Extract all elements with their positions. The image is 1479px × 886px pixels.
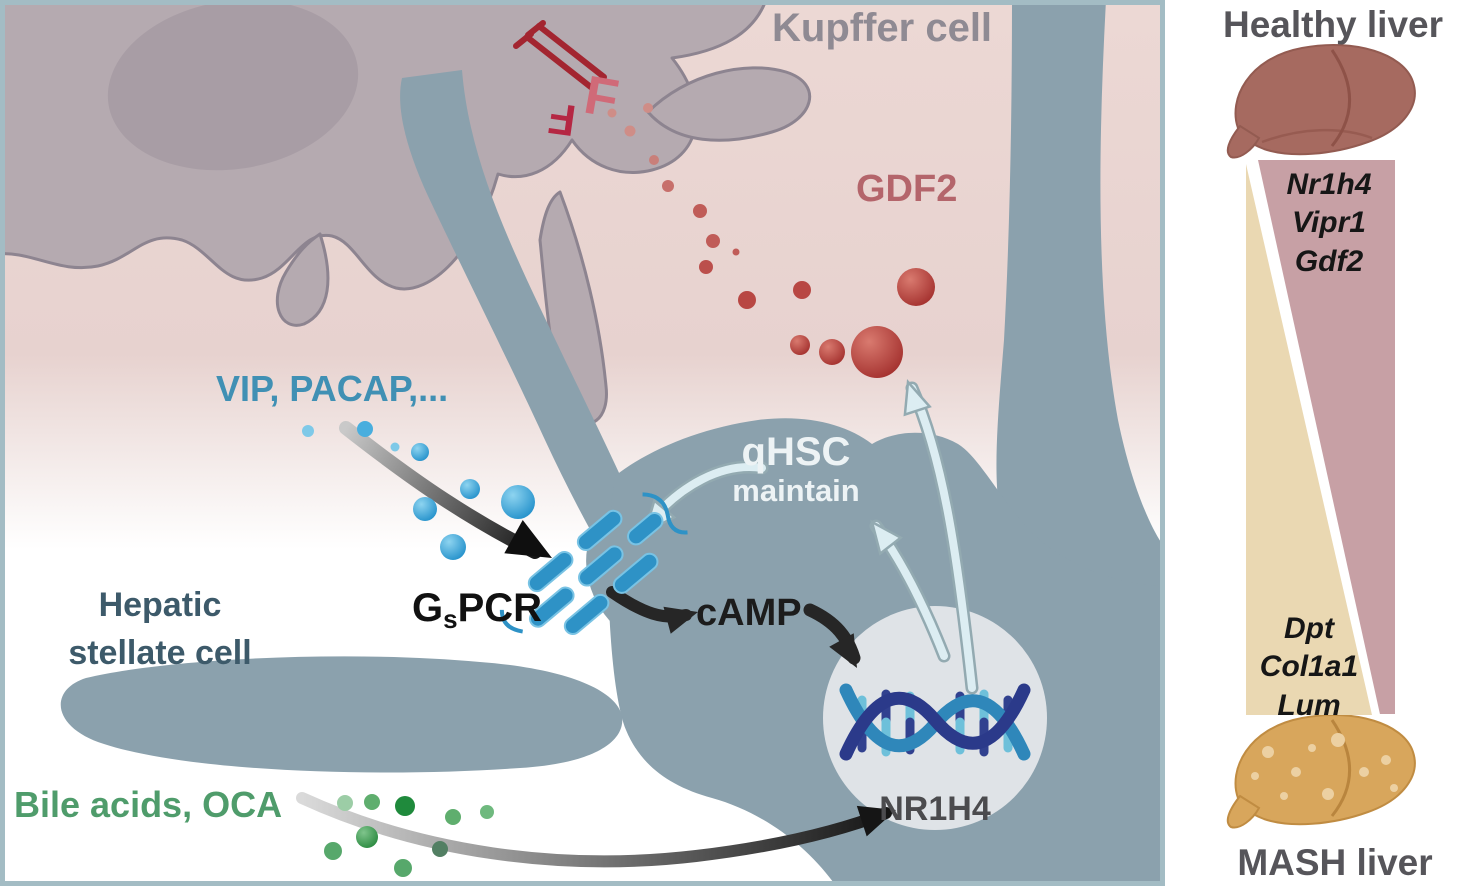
- hepatic-stellate-line2: stellate cell: [68, 633, 252, 672]
- healthy-liver-label: Healthy liver: [1222, 4, 1444, 45]
- bile-acid-particles: [324, 794, 494, 877]
- gspcr-g: G: [412, 586, 444, 630]
- nr1h4-label: NR1H4: [879, 790, 991, 828]
- healthy-liver-icon: [1226, 44, 1416, 159]
- gdf2-label: GDF2: [856, 168, 958, 210]
- stellate-cell-shape: [60, 4, 1161, 882]
- gdf2-particles: [607, 103, 935, 378]
- stellate-right-process: [996, 4, 1161, 650]
- nr1h4-to-gdf2-arrow: [903, 379, 979, 695]
- gdf2-secretion-icon: F F: [513, 20, 623, 145]
- mash-liver-label: MASH liver: [1237, 842, 1433, 883]
- gene-gdf2: Gdf2: [1294, 244, 1364, 278]
- gene-nr1h4: Nr1h4: [1286, 168, 1372, 201]
- gene-vipr1: Vipr1: [1292, 206, 1366, 240]
- qhsc-line: qHSC: [741, 430, 851, 474]
- gspcr-rest: PCR: [457, 586, 543, 630]
- panel-border-outline: [0, 0, 1165, 886]
- mash-liver-icon: [1226, 714, 1416, 829]
- gpcr-receptor-icon: [499, 492, 688, 635]
- hepatic-stellate-cell-label: Hepatic stellate cell: [10, 582, 310, 677]
- qhsc-maintain-label: qHSC maintain: [698, 430, 894, 508]
- kupffer-nucleus: [107, 4, 359, 171]
- dna-helix-icon: [839, 683, 1031, 761]
- gpcr-camp-arrow: [606, 586, 698, 634]
- vip-arrow: [339, 421, 552, 559]
- stellate-bottom-process: [60, 656, 623, 773]
- gene-dpt: Dpt: [1284, 612, 1334, 645]
- main-panel: F F: [4, 4, 1161, 882]
- gspcr-label: GsPCR: [412, 586, 543, 634]
- genes-high-in-mash: Dpt Col1a1 Lum: [1246, 610, 1372, 725]
- fat-droplets: [1251, 733, 1398, 800]
- bile-nr1h4-arrow: [296, 792, 896, 868]
- kupffer-cell-label: Kupffer cell: [772, 6, 993, 50]
- bile-acids-label: Bile acids, OCA: [14, 784, 283, 825]
- dna-strand-navy: [839, 683, 1031, 761]
- maintain-line: maintain: [732, 473, 860, 508]
- vip-particles: [302, 421, 535, 560]
- gene-lum: Lum: [1277, 688, 1341, 722]
- gene-col1a1: Col1a1: [1259, 650, 1359, 684]
- stellate-left-process: [400, 70, 658, 612]
- hepatic-stellate-line1: Hepatic: [98, 586, 222, 624]
- camp-nr1h4-arrow: [803, 603, 861, 668]
- genes-high-in-healthy: Nr1h4 Vipr1 Gdf2: [1268, 166, 1390, 281]
- vip-pacap-label: VIP, PACAP,...: [216, 368, 449, 409]
- camp-label: cAMP: [696, 592, 802, 634]
- gspcr-subscript: s: [443, 604, 458, 634]
- nr1h4-to-qhsc-arrow: [869, 519, 951, 663]
